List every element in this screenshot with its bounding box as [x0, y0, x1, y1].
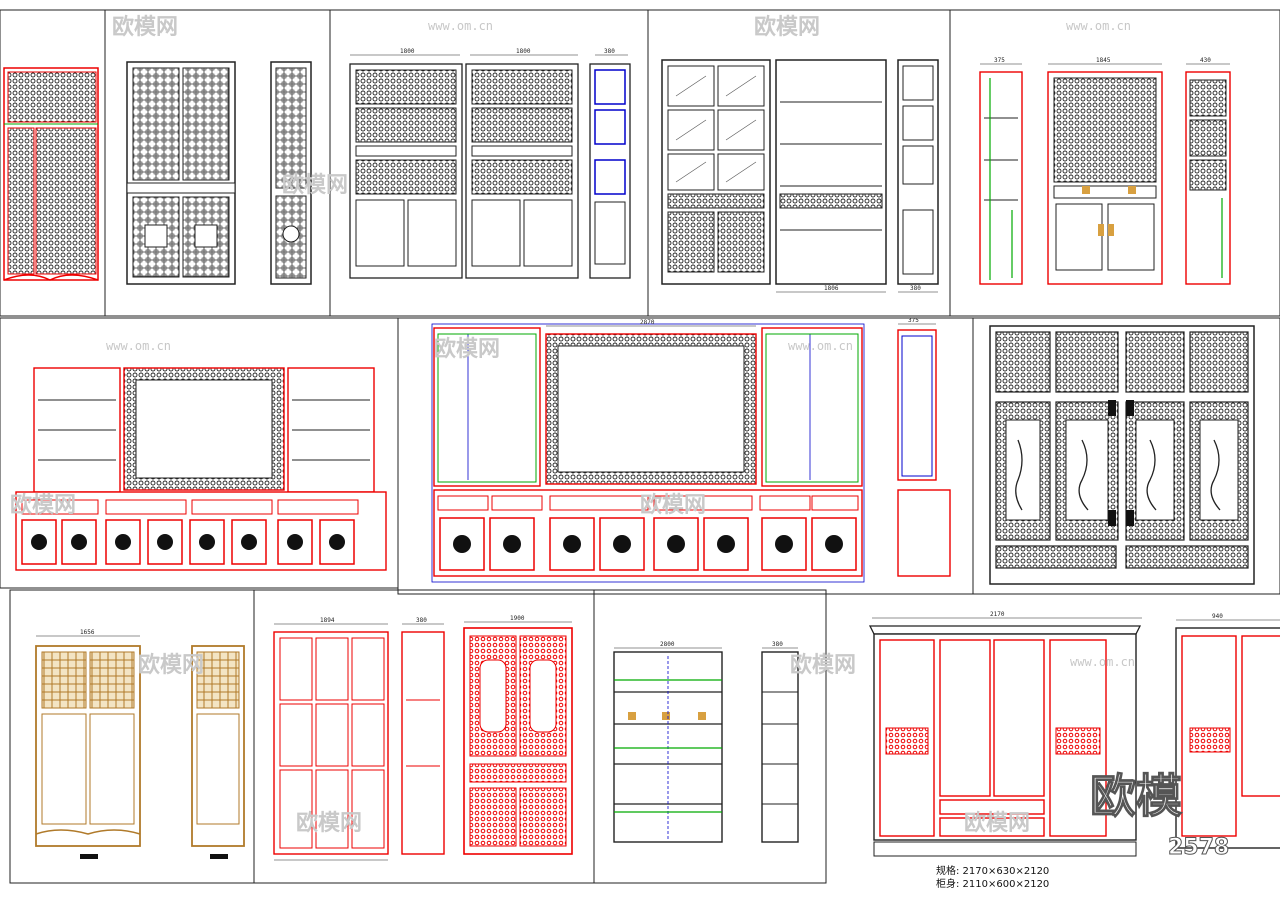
drawing-golden-cabinet: 1656: [35, 629, 245, 859]
watermarks: 欧模网 欧模网 欧模网 欧模网 欧模网 欧模网 欧模网 欧模网 欧模网 欧模网 …: [10, 14, 1135, 836]
dim-label: 380: [416, 617, 427, 624]
corner-logo: 欧模 2578: [1089, 768, 1229, 860]
watermark-brand: 欧模网: [790, 652, 856, 678]
drawing-red-grid-cabinets: 1894 380 1900: [273, 615, 573, 861]
dim-label: 1806: [824, 285, 839, 292]
dim-label: 1800: [400, 48, 415, 55]
drawing-tv-wall-cabinet: [15, 367, 387, 571]
watermark-url: www.om.cn: [788, 339, 853, 353]
watermark-url: www.om.cn: [1070, 655, 1135, 669]
spec-body-dimensions: 柜身: 2110×600×2120: [936, 877, 1049, 890]
watermark-brand: 欧模网: [964, 810, 1030, 836]
watermark-brand: 欧模网: [282, 172, 348, 198]
dim-label: 940: [1212, 613, 1223, 620]
drawing-carved-wardrobe: [989, 325, 1255, 585]
dim-label: 380: [910, 285, 921, 292]
watermark-url: www.om.cn: [428, 19, 493, 33]
drawing-carved-cabinet-partial: [3, 67, 99, 281]
drawing-bookcase-pair: 1800 1800 380: [349, 48, 631, 279]
watermark-brand: 欧模网: [10, 492, 76, 518]
drawing-open-shelf: 2800 380: [613, 641, 799, 843]
watermark-brand: 欧模网: [296, 810, 362, 836]
dim-label: 2800: [660, 641, 675, 648]
watermark-brand: 欧模网: [434, 336, 500, 362]
drawing-large-wardrobe: 2170 规格: 2170×630×2120 柜身: 2110×600×2120…: [868, 611, 1280, 890]
drawing-glass-cabinet: 1806 380: [661, 59, 939, 293]
spec-dimensions: 规格: 2170×630×2120: [936, 864, 1049, 877]
watermark-brand: 欧模网: [112, 14, 178, 40]
watermark-brand: 欧模网: [754, 14, 820, 40]
dim-label: 1900: [510, 615, 525, 622]
dim-label: 380: [772, 641, 783, 648]
logo-number: 2578: [1168, 835, 1229, 860]
drawing-dimensioned-cabinets: 375 1845 430: [979, 57, 1231, 285]
panel-frames: [0, 9, 1280, 884]
dim-label: 2870: [640, 319, 655, 326]
dim-label: 2170: [990, 611, 1005, 618]
dim-label: 375: [994, 57, 1005, 64]
dim-label: 1800: [516, 48, 531, 55]
logo-text: 欧模: [1090, 769, 1182, 823]
dim-label: 380: [604, 48, 615, 55]
watermark-url: www.om.cn: [106, 339, 171, 353]
dim-label: 1656: [80, 629, 95, 636]
watermark-brand: 欧模网: [640, 492, 706, 518]
watermark-brand: 欧模网: [138, 652, 204, 678]
dim-label: 1894: [320, 617, 335, 624]
dim-label: 430: [1200, 57, 1211, 64]
dim-label: 375: [908, 317, 919, 324]
drawing-lattice-cabinet: [126, 61, 312, 285]
drawing-tv-wall-dimensioned: 2870 375: [431, 317, 951, 583]
dim-label: 1845: [1096, 57, 1111, 64]
watermark-url: www.om.cn: [1066, 19, 1131, 33]
